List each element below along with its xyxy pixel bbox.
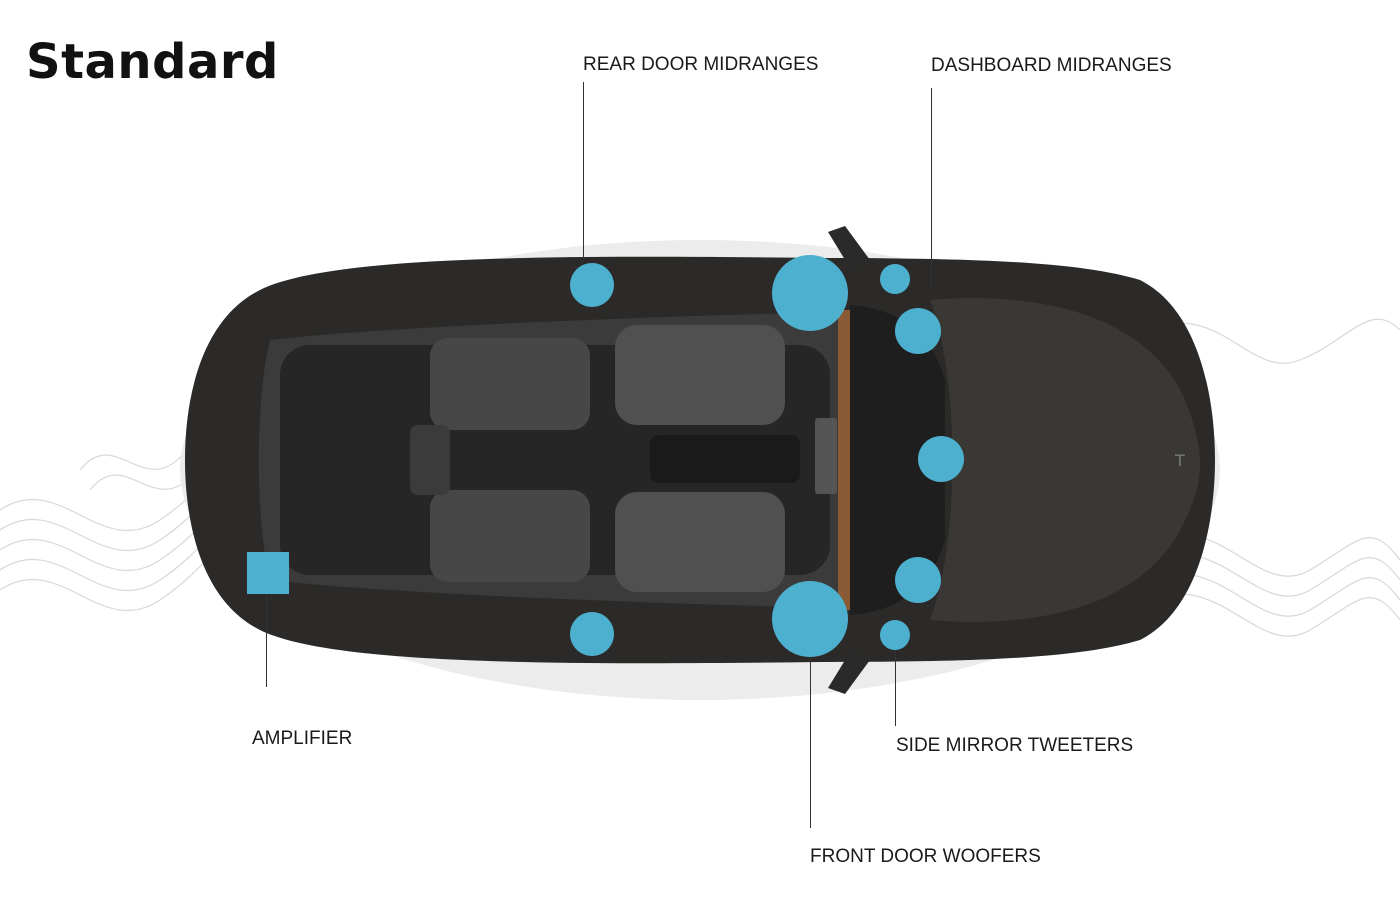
label-dashboard-midranges: DASHBOARD MIDRANGES <box>931 55 1172 76</box>
speaker-rear-door-midrange-top <box>570 263 614 307</box>
front-seat-left <box>615 325 785 425</box>
windshield <box>850 305 945 615</box>
rear-seat-right <box>430 490 590 582</box>
amplifier-unit <box>247 552 289 594</box>
speaker-dashboard-midrange-top <box>895 308 941 354</box>
speaker-center <box>918 436 964 482</box>
mirror-bottom <box>828 652 870 694</box>
leader-side-mirror-tweeters <box>895 648 896 726</box>
brand-logo: T <box>1174 451 1185 470</box>
page-title: Standard <box>26 34 279 90</box>
leader-rear-door-midranges <box>583 82 584 262</box>
center-console <box>650 435 800 483</box>
label-side-mirror-tweeters: SIDE MIRROR TWEETERS <box>896 735 1134 756</box>
speaker-dashboard-midrange-bottom <box>895 557 941 603</box>
speaker-front-door-woofer-bottom <box>772 581 848 657</box>
leader-front-door-woofers <box>810 656 811 828</box>
hood <box>930 298 1200 622</box>
speaker-side-mirror-tweeter-bottom <box>880 620 910 650</box>
console-display <box>815 418 837 494</box>
leader-amplifier <box>266 595 267 687</box>
label-rear-door-midranges: REAR DOOR MIDRANGES <box>583 54 819 75</box>
leader-dashboard-midranges <box>931 88 932 288</box>
label-front-door-woofers: FRONT DOOR WOOFERS <box>810 846 1041 867</box>
mirror-top <box>828 226 870 268</box>
dashboard-wood-trim <box>838 310 850 610</box>
label-amplifier: AMPLIFIER <box>252 728 353 749</box>
rear-seat-left <box>430 338 590 430</box>
front-seat-right <box>615 492 785 592</box>
speaker-rear-door-midrange-bottom <box>570 612 614 656</box>
speaker-side-mirror-tweeter-top <box>880 264 910 294</box>
rear-bench <box>410 425 450 495</box>
speaker-front-door-woofer-top <box>772 255 848 331</box>
